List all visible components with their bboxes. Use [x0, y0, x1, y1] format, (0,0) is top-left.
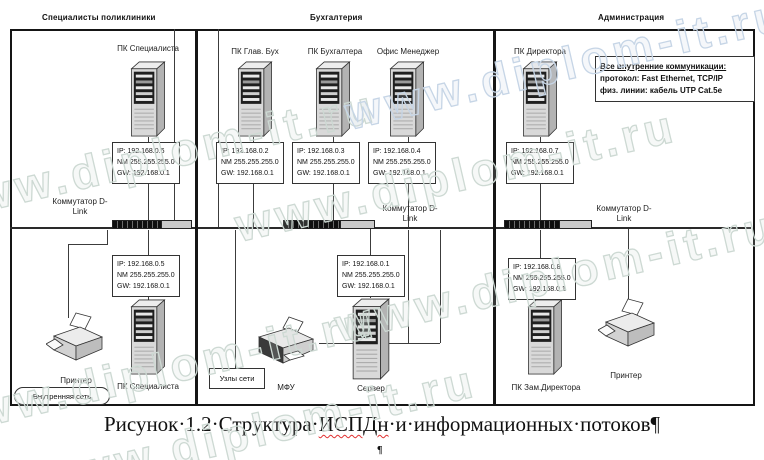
switch-left-label: Коммутатор D-Link — [52, 197, 108, 216]
network-switch-icon — [283, 220, 375, 229]
ip-address-box: IP: 192.168.0.1 NM 255.255.255.0 GW: 192… — [337, 255, 405, 297]
pc-director-label: ПК Директора — [514, 47, 566, 56]
switch-right-label: Коммутатор D-Link — [596, 204, 652, 223]
pc-tower-icon — [237, 61, 273, 137]
ip-address-box: IP: 192.168.0.4 NM 255.255.255.0 GW: 192… — [368, 142, 436, 184]
pc-tower-icon — [130, 61, 166, 137]
connector-line — [408, 230, 409, 343]
pc-specialist-top-label: ПК Специалиста — [117, 44, 179, 53]
connector-line — [540, 230, 541, 258]
section-title-administration: Администрация — [598, 13, 665, 22]
pc-tower-icon — [527, 299, 563, 375]
mfu-label: МФУ — [277, 383, 295, 392]
ip-address-box: IP: 192.168.0.8 NM 255.255.255.0 GW: 192… — [508, 258, 576, 300]
ip-address-box: IP: 192.168.0.3 NM 255.255.255.0 GW: 192… — [292, 142, 360, 184]
connector-line — [107, 230, 108, 244]
ip-address-box: IP: 192.168.0.6 NM 255.255.255.0 GW: 192… — [112, 142, 180, 184]
figure-caption: Рисунок·1.2·Структура·ИСПДн·и·информацио… — [103, 412, 661, 436]
printer-right-label: Принтер — [610, 371, 642, 380]
printer-icon — [46, 312, 103, 361]
pc-buhgalter-label: ПК Бухгалтера — [307, 47, 363, 56]
connector-line — [174, 29, 175, 227]
mfu-printer-icon — [258, 316, 314, 364]
connector-line — [148, 230, 149, 255]
pc-glavbuh-label: ПК Глав. Бух — [231, 47, 279, 56]
diagram-frame — [10, 29, 755, 406]
pc-tower-icon — [522, 61, 558, 137]
connector-line — [628, 229, 629, 300]
pc-deputy-director-label: ПК Зам.Директора — [511, 383, 581, 392]
connector-line — [235, 230, 236, 368]
printer-icon — [598, 298, 655, 347]
pc-office-manager-label: Офис Менеджер — [376, 47, 440, 56]
connector-line — [68, 244, 69, 318]
ip-address-box: IP: 192.168.0.2 NM 255.255.255.0 GW: 192… — [216, 142, 284, 184]
spellcheck-word: ИСПДн — [318, 412, 389, 436]
connector-line — [440, 230, 441, 343]
paragraph-mark: ¶ — [377, 445, 383, 456]
switch-middle-label: Коммутатор D-Link — [382, 204, 438, 223]
pc-tower-icon — [315, 61, 351, 137]
section-divider-right — [493, 29, 496, 406]
section-title-specialists: Специалисты поликлиники — [42, 13, 156, 22]
internal-network-badge: Внутренняя сеть — [14, 387, 110, 405]
communications-note: Все внутренние коммуникации: протокол: F… — [595, 56, 755, 102]
section-divider-left — [195, 29, 198, 406]
printer-left-label: Принтер — [60, 376, 92, 385]
ip-address-box: IP: 192.168.0.5 NM 255.255.255.0 GW: 192… — [112, 255, 180, 297]
network-nodes-box: Узлы сети — [209, 368, 265, 389]
server-label: Сервер — [357, 384, 385, 393]
pc-tower-icon — [389, 61, 425, 137]
network-switch-icon — [504, 220, 592, 229]
connector-line — [68, 244, 108, 245]
section-title-accounting: Бухгалтерия — [310, 13, 363, 22]
connector-line — [218, 29, 219, 227]
ip-address-box: IP: 192.168.0.7 NM 255.255.255.0 GW: 192… — [506, 142, 574, 184]
pc-specialist-bottom-label: ПК Специалиста — [117, 382, 179, 391]
server-tower-icon — [352, 298, 390, 380]
network-switch-icon — [112, 220, 192, 229]
network-bus-line — [10, 227, 751, 229]
pc-tower-icon — [130, 299, 166, 375]
connector-line — [370, 229, 371, 255]
